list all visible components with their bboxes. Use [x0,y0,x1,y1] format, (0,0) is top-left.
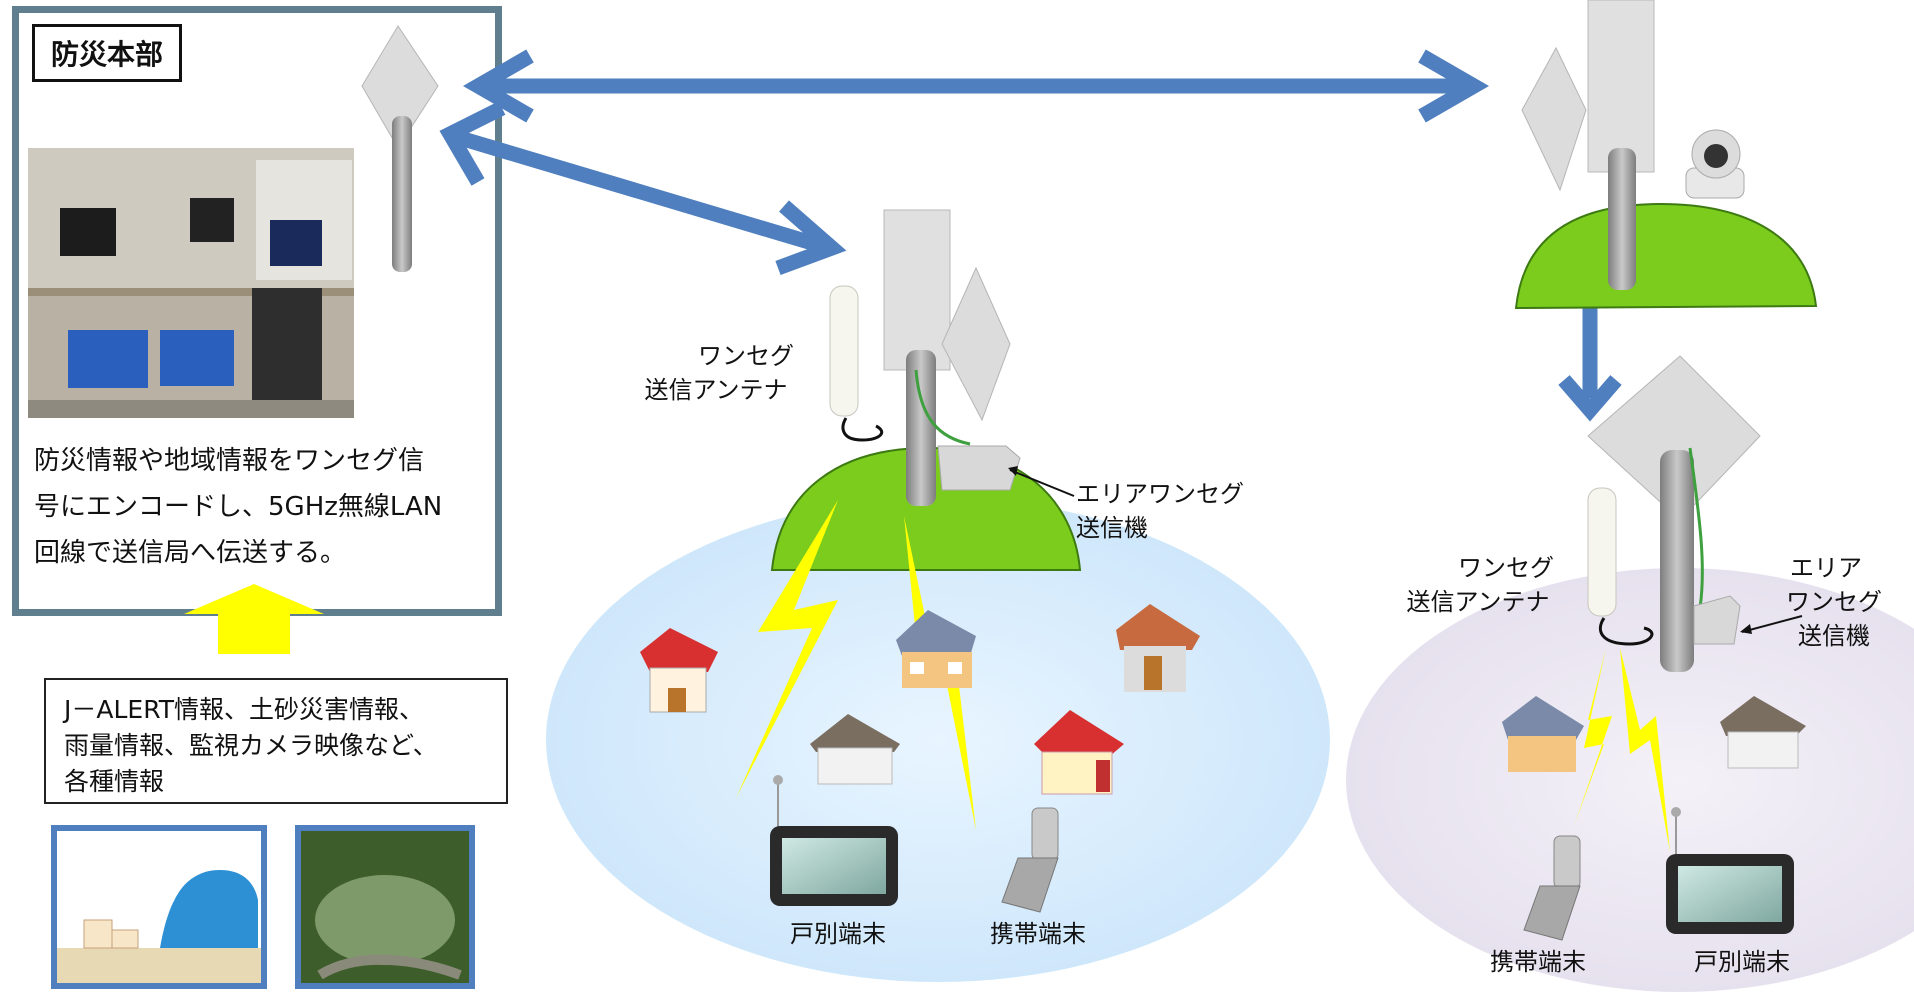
station2-transmitter-label: 送信機 [1798,622,1870,650]
label-pointer [1741,615,1803,633]
info-line: J－ALERT情報、土砂災害情報、 [64,695,425,724]
station2-transmitter-label: エリア [1790,554,1862,582]
link-arrow-hq-to-station1 [439,101,847,276]
hq-description-line: 号にエンコードし、5GHz無線LAN [34,492,443,522]
mobile-terminal-icon [1523,835,1581,941]
hq-title: 防災本部 [32,24,183,82]
station1 [640,209,1200,913]
station1-transmitter-label: エリアワンセグ [1076,480,1244,508]
tsunami-image [51,825,267,989]
link-arrow-station2-vertical [1558,258,1622,422]
house-icon [1116,604,1200,692]
station2-antenna-label: 送信アンテナ [1406,588,1549,616]
mobile-terminal-icon [1001,807,1059,913]
home-terminal-icon [1666,807,1794,934]
coverage-area-1 [546,498,1330,982]
hq-description-line: 防災情報や地域情報をワンセグ信 [34,446,425,476]
hq-description-line: 回線で送信局へ伝送する。 [34,538,347,568]
label-pointer [1009,469,1075,497]
river-image [295,825,475,989]
home-terminal-icon [770,775,898,906]
station2-antenna-label: ワンセグ [1458,554,1554,582]
station2-home-terminal-label: 戸別端末 [1694,948,1790,976]
info-line: 雨量情報、監視カメラ映像など、 [64,731,438,760]
station2 [1502,0,1818,941]
camera-icon [1685,129,1745,199]
station1-home-terminal-label: 戸別端末 [790,920,886,948]
house-icon [1720,696,1806,769]
station1-mobile-terminal-label: 携帯端末 [990,920,1086,948]
house-icon [1034,710,1124,795]
info-sources-box: J－ALERT情報、土砂災害情報、 雨量情報、監視カメラ映像など、 各種情報 [44,678,508,804]
house-icon [810,714,900,785]
station1-antenna-label: 送信アンテナ [644,376,787,404]
hq-description: 防災情報や地域情報をワンセグ信 号にエンコードし、5GHz無線LAN 回線で送信… [34,438,474,576]
station1-antenna-label: ワンセグ [698,342,794,370]
station1-transmitter-label: 送信機 [1076,514,1148,542]
coverage-area-2 [1346,568,1914,992]
house-icon [1502,696,1584,772]
house-icon [640,628,718,713]
link-arrow-hq-to-station2 [462,49,1490,123]
info-line: 各種情報 [64,767,165,796]
station2-transmitter-label: ワンセグ [1786,588,1882,616]
house-icon [896,610,976,688]
station2-mobile-terminal-label: 携帯端末 [1490,948,1586,976]
